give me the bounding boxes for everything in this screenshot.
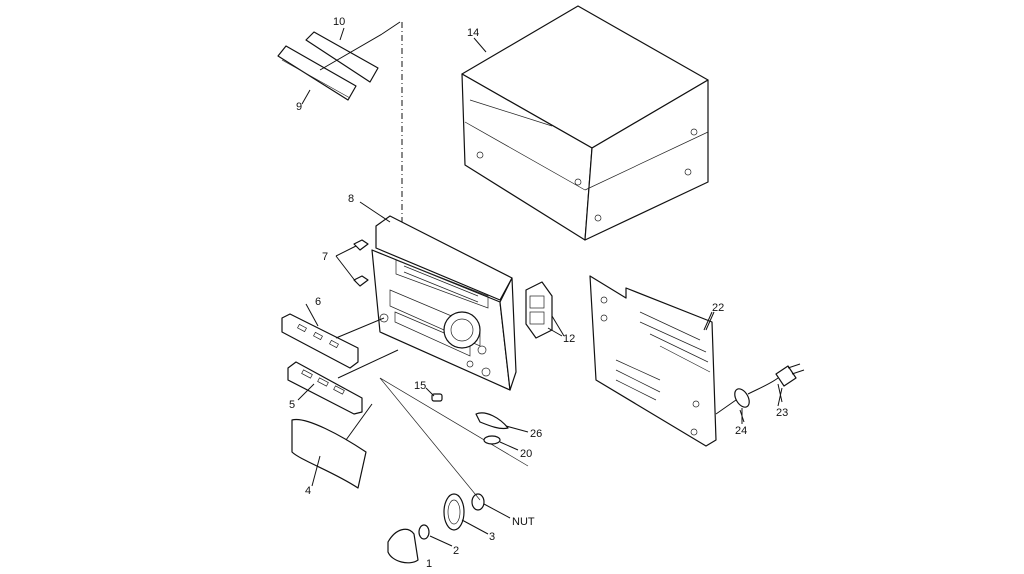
label-20: 20 xyxy=(520,448,532,460)
label-23: 23 xyxy=(776,407,788,419)
label-24: 24 xyxy=(735,425,747,437)
label-9: 9 xyxy=(296,101,302,113)
leader-lines xyxy=(297,27,783,547)
power-cord xyxy=(715,363,805,423)
control-strip xyxy=(287,349,399,415)
button-strip xyxy=(281,313,385,369)
label-6: 6 xyxy=(315,296,321,308)
small-parts xyxy=(425,387,529,451)
label-nut: NUT xyxy=(512,516,535,528)
label-26: 26 xyxy=(530,428,542,440)
label-1: 1 xyxy=(426,558,432,570)
label-7: 7 xyxy=(322,251,328,263)
top-trim-pieces xyxy=(277,21,401,101)
label-3: 3 xyxy=(489,531,495,543)
knob-assembly xyxy=(379,377,529,564)
circuit-board xyxy=(589,275,717,447)
label-14: 14 xyxy=(467,27,479,39)
label-15: 15 xyxy=(414,380,426,392)
front-cover xyxy=(291,403,373,489)
label-2: 2 xyxy=(453,545,459,557)
small-buttons xyxy=(353,239,369,287)
label-8: 8 xyxy=(348,193,354,205)
label-22: 22 xyxy=(712,302,724,314)
callout-labels: 1 2 3 4 5 6 7 8 9 10 12 14 15 20 22 23 2… xyxy=(289,16,788,570)
cabinet-cover xyxy=(461,5,709,241)
side-connector xyxy=(525,281,565,339)
label-10: 10 xyxy=(333,16,345,28)
front-panel-assembly xyxy=(371,215,517,391)
label-4: 4 xyxy=(305,485,311,497)
label-5: 5 xyxy=(289,399,295,411)
label-12: 12 xyxy=(563,333,575,345)
